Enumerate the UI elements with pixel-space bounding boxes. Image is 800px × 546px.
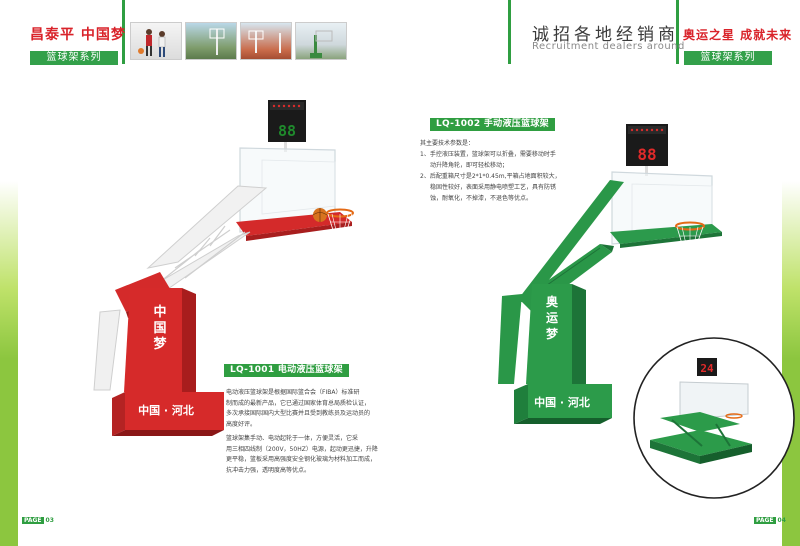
scoreboard-digits-right: 88	[637, 145, 656, 164]
page-label-left: PAGE	[22, 517, 44, 524]
column-text-3: 梦	[153, 336, 167, 352]
page-num-left: 03	[45, 517, 54, 524]
olympic-slogan: 奥运之星 成就未来	[683, 28, 793, 42]
spec-heading: 其主要技术参数是：	[420, 140, 475, 147]
series-label-right: 篮球架系列	[684, 51, 772, 65]
column-text-2: 国	[153, 321, 166, 336]
spec-line: 蚀，耐氧化，不掉漆，不退色等优点。	[430, 195, 533, 202]
recruit-title: 诚招各地经销商	[532, 25, 679, 45]
desc-line: 用三相四线制（200V，50HZ）电源，起动更迅捷，升降	[226, 445, 378, 453]
column-text-r3: 梦	[546, 326, 559, 341]
desc-line: 高度好评。	[226, 420, 257, 428]
header-divider-mid	[508, 0, 511, 64]
spec-line: 稳固性较好，表面采用静电喷塑工艺，具有防锈	[430, 184, 557, 191]
base-text-right: 中国 · 河北	[534, 395, 590, 409]
green-basketball-stand: 88 奥 运 梦 中国 · 河北	[498, 124, 722, 424]
header-divider-left	[122, 0, 125, 64]
column-text-r2: 运	[546, 311, 558, 325]
base-text-left: 中国 · 河北	[138, 403, 194, 417]
desc-line: 多次承接国际国内大型比赛并且受到教练员及运动员的	[226, 410, 371, 417]
lq1002-spec: 其主要技术参数是： 1、手控液压装置，篮球架可以折叠，需要移动时手 动升降角轮，…	[420, 138, 580, 204]
photo-red-court	[240, 22, 292, 60]
column-text-r1: 奥	[546, 294, 559, 309]
column-text-1: 中	[153, 304, 166, 320]
desc-line: 电动液压篮球架是根据国际篮合会（FIBA）标准研	[226, 389, 360, 396]
lq1001-description: 电动液压篮球架是根据国际篮合会（FIBA）标准研 制而成的最新产品，它已通过国家…	[226, 388, 386, 476]
lq1001-title: LQ-1001 电动液压篮球架	[224, 364, 349, 377]
photo-strip	[130, 22, 347, 60]
lq1002-title: LQ-1002 手动液压篮球架	[430, 118, 555, 131]
scoreboard-digits-left: 88	[278, 122, 296, 140]
left-green-band	[0, 78, 18, 546]
desc-line: 更平稳，篮板采用高强度安全钢化玻璃为材料加工而成，	[226, 456, 377, 463]
photo-outdoor-court	[185, 22, 237, 60]
photo-players	[130, 22, 182, 60]
recruit-subtitle: Recruitment dealers around	[532, 41, 685, 52]
folded-stand-inset: 24	[633, 337, 795, 499]
red-basketball-stand: 88 中 国 梦 中国 · 河北	[93, 100, 354, 436]
page-num-right: 04	[777, 517, 786, 524]
header-divider-right	[676, 0, 679, 64]
spec-line: 动升降角轮，即可轻松移动；	[430, 162, 509, 169]
brand-slogan: 昌泰平 中国梦	[30, 27, 126, 43]
desc-line: 抗冲击力强，透明度高等优点。	[226, 466, 311, 474]
desc-line: 制而成的最新产品，它已通过国家体育总局质检认证，	[226, 399, 371, 407]
spec-line: 2、后配重箱尺寸是2*1*0.45m,平箱占地面积较大，	[420, 173, 561, 180]
desc-line: 篮球架集手动、电动起轮于一体，方便灵活，它采	[226, 435, 359, 442]
series-label-left: 篮球架系列	[30, 51, 118, 65]
inset-scoreboard-digits: 24	[700, 362, 714, 375]
page-label-right: PAGE	[754, 517, 776, 524]
spec-line: 1、手控液压装置，篮球架可以折叠，需要移动时手	[420, 151, 556, 158]
photo-stand	[295, 22, 347, 60]
